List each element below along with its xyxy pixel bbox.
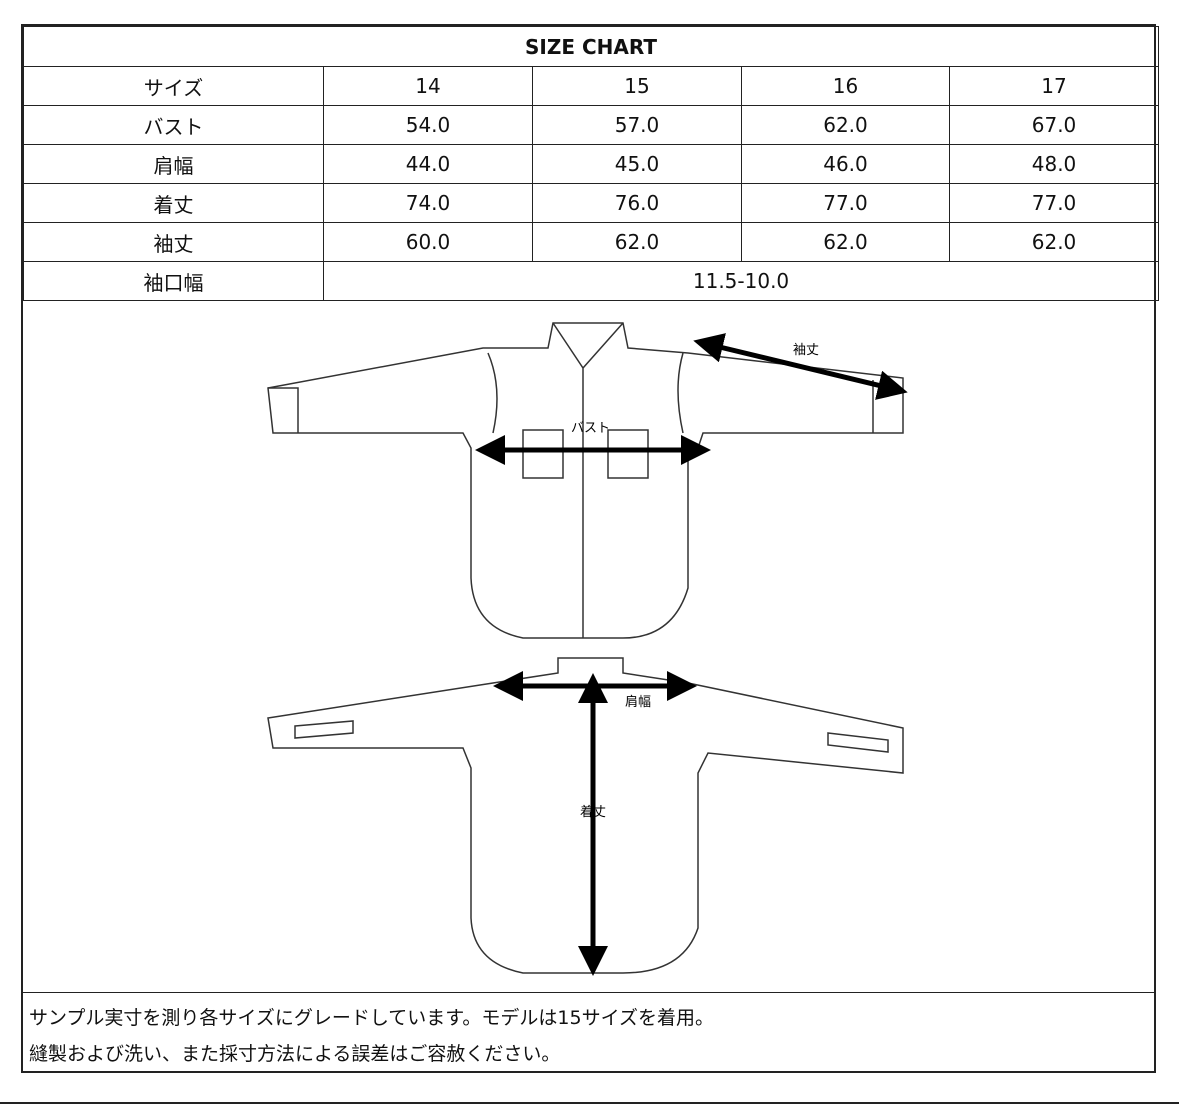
length-label: 着丈 xyxy=(580,804,606,820)
cuff-value: 11.5-10.0 xyxy=(322,261,1160,301)
cell: 44.0 xyxy=(323,144,533,184)
note-line: サンプル実寸を測り各サイズにグレードしています。モデルは15サイズを着用。 xyxy=(29,1007,714,1029)
cell: 60.0 xyxy=(323,222,533,262)
size-14: 14 xyxy=(323,66,533,106)
cell: 77.0 xyxy=(948,183,1160,223)
table-row: 袖口幅 11.5-10.0 xyxy=(23,261,1160,301)
size-table: SIZE CHART サイズ 14 15 16 17 バスト 54.0 57.0… xyxy=(22,26,1160,301)
sleeve-arrow xyxy=(693,333,908,400)
bust-label: バスト xyxy=(571,421,610,436)
size-16: 16 xyxy=(741,66,950,106)
table-row: バスト 54.0 57.0 62.0 67.0 xyxy=(23,105,1160,145)
row-label: バスト xyxy=(23,105,324,145)
size-17: 17 xyxy=(948,66,1160,106)
table-row: 肩幅 44.0 45.0 46.0 48.0 xyxy=(23,144,1160,184)
notes: サンプル実寸を測り各サイズにグレードしています。モデルは15サイズを着用。 縫製… xyxy=(29,1000,714,1072)
cell: 57.0 xyxy=(532,105,742,145)
sleeve-label: 袖丈 xyxy=(793,343,819,358)
chart-title: SIZE CHART xyxy=(22,26,1160,67)
shirt-diagram: 袖丈 バスト 肩幅 着丈 xyxy=(23,308,1154,993)
row-label: 着丈 xyxy=(23,183,324,223)
table-row: 袖丈 60.0 62.0 62.0 62.0 xyxy=(23,222,1160,262)
cell: 67.0 xyxy=(948,105,1160,145)
cell: 62.0 xyxy=(741,105,950,145)
cell: 46.0 xyxy=(741,144,950,184)
row-label: サイズ xyxy=(23,66,324,106)
note-line: 縫製および洗い、また採寸方法による誤差はご容赦ください。 xyxy=(29,1043,561,1065)
row-label: 袖口幅 xyxy=(23,261,324,301)
table-row: サイズ 14 15 16 17 xyxy=(23,66,1160,106)
divider xyxy=(0,1102,1179,1104)
shirt-back-illustration xyxy=(267,657,904,974)
cell: 62.0 xyxy=(532,222,742,262)
table-row: 着丈 74.0 76.0 77.0 77.0 xyxy=(23,183,1160,223)
size-15: 15 xyxy=(532,66,742,106)
cell: 62.0 xyxy=(948,222,1160,262)
cell: 62.0 xyxy=(741,222,950,262)
cell: 48.0 xyxy=(948,144,1160,184)
cell: 54.0 xyxy=(323,105,533,145)
row-label: 肩幅 xyxy=(23,144,324,184)
shoulder-label: 肩幅 xyxy=(625,694,651,710)
cell: 74.0 xyxy=(323,183,533,223)
cell: 76.0 xyxy=(532,183,742,223)
cell: 77.0 xyxy=(741,183,950,223)
row-label: 袖丈 xyxy=(23,222,324,262)
cell: 45.0 xyxy=(532,144,742,184)
size-chart: SIZE CHART サイズ 14 15 16 17 バスト 54.0 57.0… xyxy=(21,24,1160,1073)
